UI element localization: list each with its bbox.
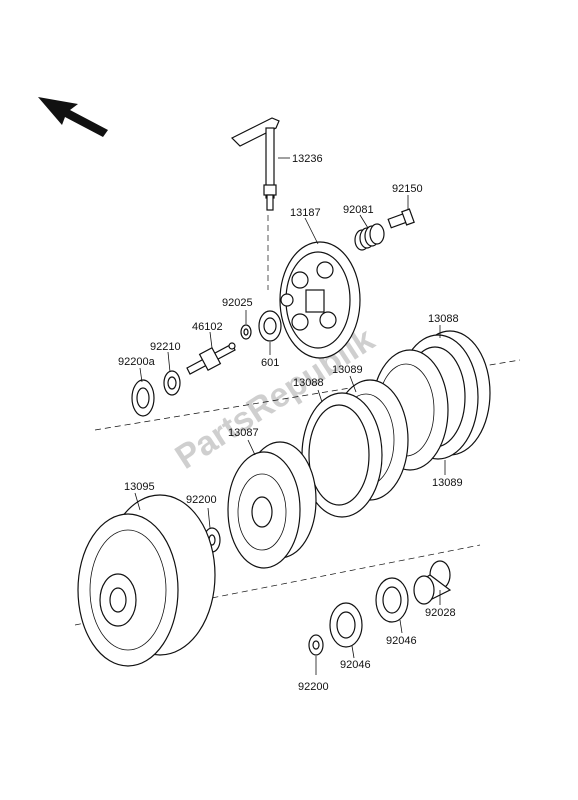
push-lever-13236 <box>230 117 280 211</box>
bearing-601 <box>258 310 282 342</box>
part-label-13088-top: 13088 <box>428 313 459 325</box>
spring-92081 <box>354 223 385 251</box>
part-label-13095: 13095 <box>124 481 155 493</box>
friction-plate-13088-mid <box>301 392 383 518</box>
part-label-13089-top: 13089 <box>332 364 363 376</box>
part-label-92046-left: 92046 <box>340 659 371 671</box>
part-label-92150: 92150 <box>392 183 423 195</box>
part-label-92046-right: 92046 <box>386 635 417 647</box>
bolt-92150 <box>387 208 415 229</box>
washer-92200-lower <box>308 634 324 656</box>
washer-92210 <box>163 370 181 396</box>
direction-arrow-icon <box>38 97 108 137</box>
part-label-601: 601 <box>261 357 279 369</box>
washer-92025 <box>240 324 252 340</box>
clutch-hub-13087 <box>227 441 317 569</box>
part-label-13087: 13087 <box>228 427 259 439</box>
needle-bearing-92046-right <box>375 577 409 623</box>
pressure-plate-13187 <box>279 241 361 359</box>
part-label-92200a: 92200a <box>118 356 156 368</box>
part-label-13187: 13187 <box>290 207 321 219</box>
assembly-axis-lines <box>74 215 521 626</box>
part-label-92028: 92028 <box>425 607 456 619</box>
part-label-46102: 46102 <box>192 321 223 333</box>
thrust-bearing-92200a <box>131 379 155 417</box>
part-label-13236: 13236 <box>292 153 323 165</box>
needle-bearing-92046-left <box>329 602 363 648</box>
part-label-92025: 92025 <box>222 297 253 309</box>
sleeve-92028 <box>413 560 452 605</box>
part-label-92210: 92210 <box>150 341 181 353</box>
clutch-housing-13095 <box>77 494 216 667</box>
push-rod-46102 <box>186 342 236 375</box>
part-label-92081: 92081 <box>343 204 374 216</box>
part-label-13089-bottom: 13089 <box>432 477 463 489</box>
part-label-92200-lower: 92200 <box>298 681 329 693</box>
part-label-13088-mid: 13088 <box>293 377 324 389</box>
part-label-92200-upper: 92200 <box>186 494 217 506</box>
